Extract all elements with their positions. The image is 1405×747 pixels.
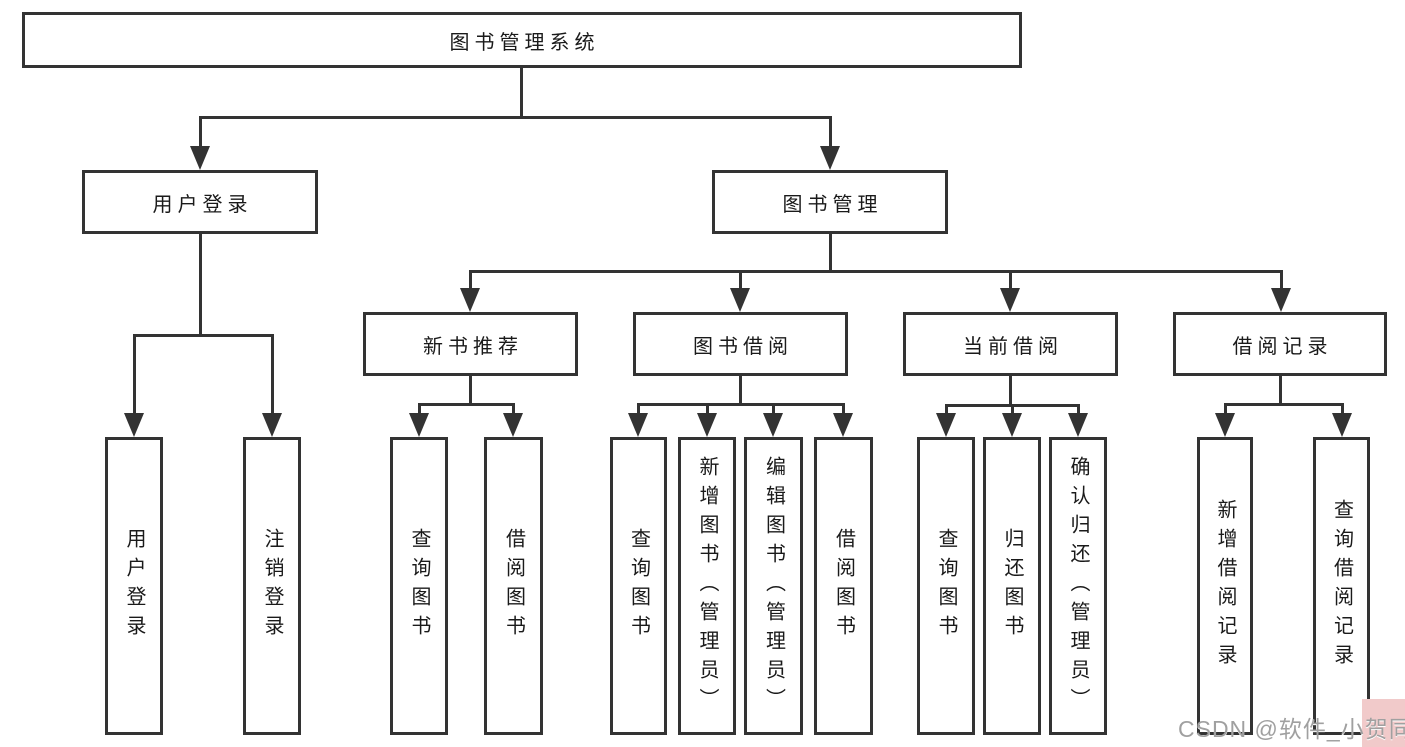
arrowhead-down-icon — [503, 413, 523, 437]
connector-to-leaf — [945, 404, 948, 417]
leaf-newbooks-query: 查询图书 — [390, 437, 448, 735]
node-label: 查询借阅记录 — [1330, 499, 1353, 673]
node-label: 新书推荐 — [423, 335, 523, 358]
node-label: 借阅图书 — [502, 528, 525, 644]
connector-to-new-books — [469, 270, 472, 290]
arrowhead-down-icon — [833, 413, 853, 437]
node-label: 注销登录 — [261, 528, 283, 644]
node-borrow-records: 借阅记录 — [1173, 312, 1387, 376]
connector-to-leaf — [133, 334, 136, 417]
node-label: 编辑图书（管理员） — [762, 455, 785, 717]
connector-to-leaf — [1224, 403, 1227, 417]
connector-to-user-login — [199, 116, 202, 148]
connector-to-leaf — [1341, 403, 1344, 417]
connector-root-stem — [520, 66, 523, 118]
leaf-borrowing-borrow: 借阅图书 — [814, 437, 873, 735]
arrowhead-down-icon — [1002, 413, 1022, 437]
connector-borrowing-stem — [739, 375, 742, 406]
arrowhead-down-icon — [409, 413, 429, 437]
leaf-newbooks-borrow: 借阅图书 — [484, 437, 543, 735]
arrowhead-down-icon — [820, 146, 840, 170]
connector-to-leaf — [637, 403, 640, 417]
node-label: 图书借阅 — [693, 335, 793, 358]
connector-records-stem — [1279, 375, 1282, 406]
leaf-borrowing-query: 查询图书 — [610, 437, 667, 735]
node-book-management: 图书管理 — [712, 170, 948, 234]
leaf-logout: 注销登录 — [243, 437, 301, 735]
connector-level2-rail — [469, 270, 1283, 273]
connector-to-records — [1280, 270, 1283, 290]
connector-bookmgmt-stem — [829, 232, 832, 273]
node-label: 图书管理系统 — [449, 31, 600, 54]
node-label: 用户登录 — [152, 193, 253, 216]
arrowhead-down-icon — [1332, 413, 1352, 437]
node-current-borrowing: 当前借阅 — [903, 312, 1118, 376]
connector-to-leaf — [418, 403, 421, 417]
arrowhead-down-icon — [1215, 413, 1235, 437]
node-label: 图书管理 — [782, 193, 883, 216]
node-new-book-recommend: 新书推荐 — [363, 312, 578, 376]
connector-to-leaf — [271, 334, 274, 417]
arrowhead-down-icon — [124, 413, 144, 437]
node-user-login: 用户登录 — [82, 170, 318, 234]
arrowhead-down-icon — [936, 413, 956, 437]
arrowhead-down-icon — [730, 288, 750, 312]
node-label: 查询图书 — [627, 528, 650, 644]
node-label: 用户登录 — [123, 528, 145, 644]
connector-to-current — [1009, 270, 1012, 290]
leaf-user-login: 用户登录 — [105, 437, 163, 735]
node-label: 新增借阅记录 — [1214, 499, 1236, 673]
node-label: 新增图书（管理员） — [696, 455, 718, 717]
node-root-library-system: 图书管理系统 — [22, 12, 1022, 68]
arrowhead-down-icon — [628, 413, 648, 437]
connector-userlogin-stem — [199, 232, 202, 337]
connector-to-book-mgmt — [829, 116, 832, 148]
leaf-current-query: 查询图书 — [917, 437, 975, 735]
connector-to-leaf — [1011, 404, 1014, 417]
connector-to-leaf — [772, 403, 775, 417]
node-label: 借阅图书 — [832, 528, 855, 644]
connector-newbooks-stem — [469, 375, 472, 406]
connector-to-leaf — [512, 403, 515, 417]
node-label: 确认归还（管理员） — [1067, 455, 1089, 717]
leaf-current-confirm-return-admin: 确认归还（管理员） — [1049, 437, 1107, 735]
node-label: 查询图书 — [935, 528, 957, 644]
connector-to-leaf — [842, 403, 845, 417]
connector-userlogin-rail — [133, 334, 274, 337]
arrowhead-down-icon — [763, 413, 783, 437]
arrowhead-down-icon — [1271, 288, 1291, 312]
arrowhead-down-icon — [190, 146, 210, 170]
connector-borrowing-rail — [637, 403, 845, 406]
watermark-highlight — [1362, 699, 1405, 747]
node-label: 借阅记录 — [1232, 335, 1333, 358]
arrowhead-down-icon — [1000, 288, 1020, 312]
leaf-records-query: 查询借阅记录 — [1313, 437, 1370, 735]
connector-newbooks-rail — [418, 403, 515, 406]
connector-to-leaf — [1077, 404, 1080, 417]
node-label: 归还图书 — [1001, 528, 1023, 644]
arrowhead-down-icon — [1068, 413, 1088, 437]
connector-to-leaf — [706, 403, 709, 417]
connector-level1-rail — [199, 116, 832, 119]
leaf-borrowing-edit-admin: 编辑图书（管理员） — [744, 437, 803, 735]
node-label: 当前借阅 — [963, 335, 1063, 358]
leaf-borrowing-add-admin: 新增图书（管理员） — [678, 437, 736, 735]
arrowhead-down-icon — [697, 413, 717, 437]
connector-records-rail — [1224, 403, 1344, 406]
leaf-current-return: 归还图书 — [983, 437, 1041, 735]
node-book-borrowing: 图书借阅 — [633, 312, 848, 376]
arrowhead-down-icon — [262, 413, 282, 437]
leaf-records-add: 新增借阅记录 — [1197, 437, 1253, 735]
watermark-text: CSDN @软件_小贺同学 — [1178, 716, 1405, 742]
arrowhead-down-icon — [460, 288, 480, 312]
connector-current-stem — [1009, 375, 1012, 407]
connector-to-borrowing — [739, 270, 742, 290]
node-label: 查询图书 — [408, 528, 430, 644]
